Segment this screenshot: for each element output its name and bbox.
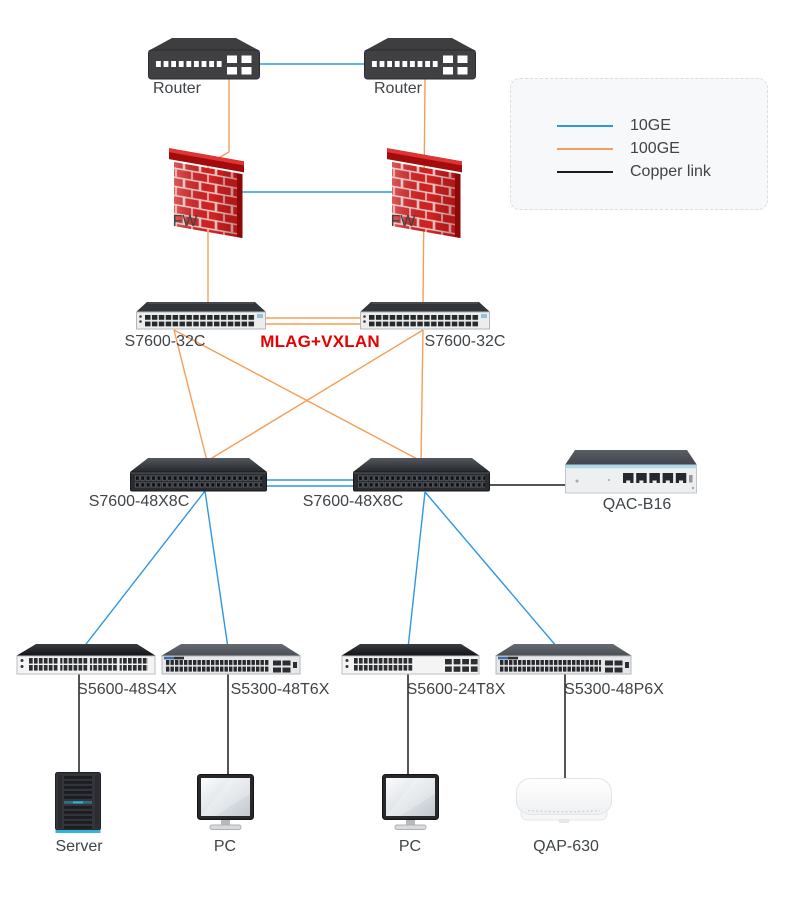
controller-icon <box>565 450 697 494</box>
legend-line-100ge <box>557 147 613 150</box>
access-point-icon <box>516 778 612 823</box>
legend: 10GE 100GE Copper link <box>510 78 768 210</box>
router-2-label: Router <box>373 80 423 97</box>
router-1-label: Router <box>152 80 202 97</box>
legend-item-copper: Copper link <box>557 160 767 183</box>
spine-switch-2 <box>360 302 490 335</box>
leaf-2-label: S7600-48X8C <box>302 493 404 510</box>
firewall-1-label: FW <box>172 213 198 230</box>
switch-icon <box>360 302 490 330</box>
pc-2-label: PC <box>398 838 422 855</box>
spine-1-label: S7600-32C <box>124 333 206 350</box>
qap-630-label: QAP-630 <box>533 838 599 855</box>
firewall-1 <box>168 148 246 245</box>
server-label: Server <box>55 838 103 855</box>
pc-icon <box>197 774 254 830</box>
pc-icon <box>382 774 439 830</box>
access-4-label: S5300-48P6X <box>564 681 664 698</box>
pc-2 <box>382 774 442 837</box>
legend-item-10ge: 10GE <box>557 114 767 137</box>
switch-icon <box>495 644 632 675</box>
legend-label-10ge: 10GE <box>630 116 671 134</box>
qap-630-device <box>516 778 613 830</box>
switch-icon <box>16 644 156 675</box>
access-switch-3 <box>341 644 480 681</box>
access-switch-1 <box>16 644 156 681</box>
access-1-label: S5600-48S4X <box>77 681 177 698</box>
legend-item-100ge: 100GE <box>557 137 767 160</box>
leaf-switch-2 <box>353 458 490 497</box>
switch-icon <box>136 302 266 330</box>
link-leaf1-access2 <box>204 490 229 649</box>
leaf-1-label: S7600-48X8C <box>88 493 190 510</box>
switch-icon <box>353 458 490 492</box>
link-spine1-leaf1 <box>173 329 208 462</box>
switch-icon <box>130 458 267 492</box>
spine-switch-1 <box>136 302 266 335</box>
leaf-switch-1 <box>130 458 267 497</box>
legend-label-copper: Copper link <box>630 162 711 180</box>
router-1 <box>148 38 260 85</box>
router-2 <box>364 38 476 85</box>
switch-icon <box>161 644 301 675</box>
access-2-label: S5300-48T6X <box>230 681 330 698</box>
mlag-vxlan-annotation: MLAG+VXLAN <box>260 332 380 351</box>
firewall-icon <box>387 148 462 239</box>
pc-1-label: PC <box>213 838 237 855</box>
link-spine2-leaf1 <box>206 329 424 462</box>
switch-icon <box>341 644 480 675</box>
router-icon <box>364 38 476 80</box>
access-3-label: S5600-24T8X <box>406 681 506 698</box>
firewall-2 <box>386 148 464 245</box>
link-spine1-leaf2 <box>173 329 422 462</box>
legend-label-100ge: 100GE <box>630 139 680 157</box>
router-icon <box>148 38 260 80</box>
firewall-icon <box>169 148 244 239</box>
link-leaf1-access1 <box>82 490 206 649</box>
access-switch-4 <box>495 644 632 681</box>
legend-line-copper <box>557 170 613 173</box>
link-leaf2-access3 <box>407 491 426 649</box>
access-switch-2 <box>161 644 301 681</box>
spine-2-label: S7600-32C <box>424 333 506 350</box>
qac-b16-device <box>565 450 697 499</box>
server-device <box>55 772 102 839</box>
legend-line-10ge <box>557 124 613 127</box>
pc-1 <box>197 774 257 837</box>
server-icon <box>55 772 101 833</box>
link-leaf2-access4 <box>424 491 558 648</box>
firewall-2-label: FW <box>390 213 416 230</box>
qac-b16-label: QAC-B16 <box>602 496 672 513</box>
link-spine2-leaf2 <box>420 329 424 462</box>
